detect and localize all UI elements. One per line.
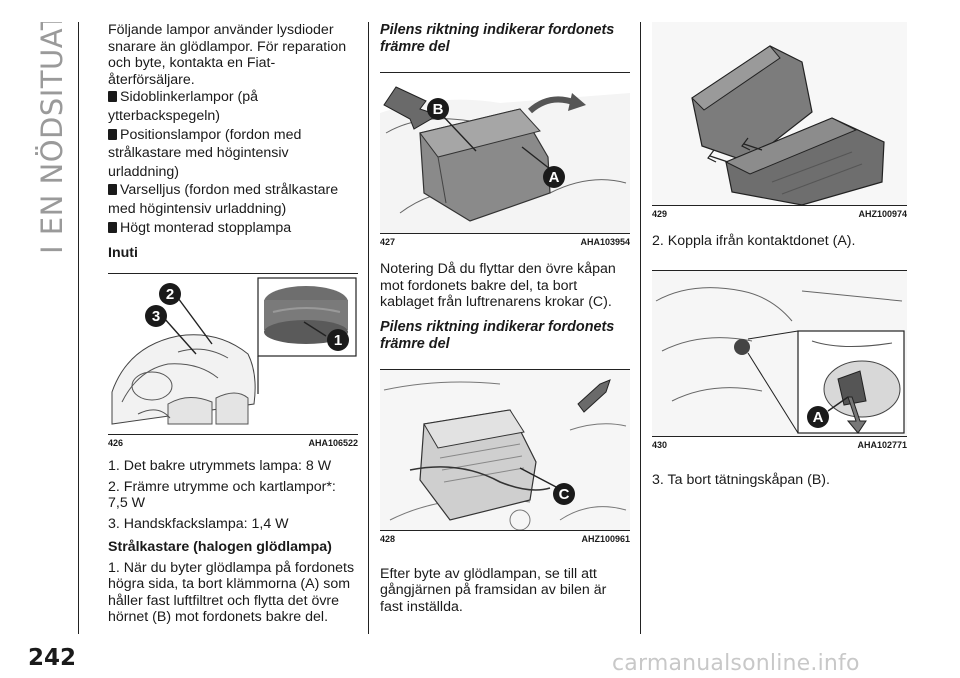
figure-code: AHZ100961 — [581, 533, 630, 544]
callout-2: 2 — [166, 286, 174, 303]
callout-C: C — [559, 486, 570, 503]
figure-rule — [380, 368, 630, 370]
site-watermark: carmanualsonline.info — [612, 651, 860, 676]
figure-429 — [652, 22, 907, 205]
margin-divider — [78, 22, 79, 634]
item-1: 1. Det bakre utrymmets lampa: 8 W — [108, 458, 332, 475]
figure-number: 429 — [652, 209, 668, 219]
figure-428: C — [380, 369, 630, 530]
column-2: Pilens riktning indikerar fordonets främ… — [380, 22, 630, 616]
arrow-direction-heading: Pilens riktning indikerar fordonets främ… — [380, 22, 615, 55]
after-paragraph: Efter byte av glödlampan, se till att gå… — [380, 565, 607, 615]
figure-rule — [652, 435, 907, 437]
figure-rule — [108, 434, 358, 436]
callout-A: A — [549, 169, 560, 186]
figure-number: 426 — [108, 438, 124, 449]
figure-caption: 427 AHA103954 — [380, 237, 630, 247]
step-3: 3. Ta bort tätningskåpan (B). — [652, 471, 830, 488]
item-2: 2. Främre utrymme och kartlampor*: 7,5 W — [108, 478, 336, 512]
bullet-icon — [108, 128, 117, 140]
figure-caption: 428 AHZ100961 — [380, 534, 630, 544]
figure-number: 427 — [380, 237, 396, 247]
headlamp-connector-illustration: A — [652, 270, 907, 436]
page-number: 242 — [28, 645, 77, 671]
figure-430: A — [652, 270, 907, 436]
column-3: 429 AHZ100974 2. Koppla ifrån kontaktdone… — [652, 22, 907, 488]
column-divider-1 — [368, 22, 369, 634]
note-paragraph: Notering Då du flyttar den övre kåpan mo… — [380, 261, 616, 311]
figure-code: AHA102771 — [857, 439, 907, 450]
air-filter-open-illustration — [652, 22, 907, 205]
figure-code: AHZ100974 — [858, 209, 907, 219]
figure-rule — [380, 529, 630, 531]
bullet-icon — [108, 184, 117, 196]
figure-rule — [108, 273, 358, 275]
figure-427: B A — [380, 73, 630, 233]
chapter-side-title: I EN NÖDSITUATION — [18, 0, 78, 254]
figure-426: 2 3 1 — [108, 274, 358, 434]
figure-caption: 429 AHZ100974 — [652, 209, 907, 219]
figure-rule — [380, 233, 630, 234]
figure-caption: 426 AHA106522 — [108, 438, 358, 448]
air-filter-illustration: B A — [380, 86, 630, 233]
chapter-title-text: I EN NÖDSITUATION — [35, 22, 69, 252]
bullet-item: Varselljus (fordon med strålkastare med … — [108, 182, 339, 217]
arrow-direction-heading: Pilens riktning indikerar fordonets främ… — [380, 318, 615, 352]
figure-number: 428 — [380, 533, 396, 544]
bullet-icon — [108, 91, 117, 103]
bullet-icon — [108, 221, 117, 233]
column-divider-2 — [640, 22, 641, 634]
figure-code: AHA103954 — [580, 237, 630, 247]
bullet-item: Sidoblinkerlampor (på ytterbackspegeln) — [108, 89, 259, 124]
column-1: Följande lampor använder lysdioder snara… — [108, 22, 358, 626]
callout-1: 1 — [334, 332, 342, 349]
figure-code: AHA106522 — [308, 438, 358, 449]
step-1: 1. När du byter glödlampa på fordonets h… — [108, 559, 355, 626]
section-heading-halogen: Strålkastare (halogen glödlampa) — [108, 538, 332, 555]
bullet-item: Högt monterad stopplampa — [108, 219, 358, 238]
section-heading-inuti: Inuti — [108, 245, 138, 262]
figure-rule — [652, 269, 907, 271]
callout-A: A — [813, 409, 824, 426]
interior-lamps-illustration: 2 3 1 — [111, 277, 357, 425]
intro-paragraph: Följande lampor använder lysdioder snara… — [108, 22, 347, 88]
step-2: 2. Koppla ifrån kontaktdonet (A). — [652, 233, 856, 249]
bullet-item: Positionslampor (fordon med strålkastare… — [108, 126, 302, 180]
callout-3: 3 — [152, 308, 160, 325]
figure-rule — [652, 205, 907, 206]
callout-B: B — [433, 101, 444, 118]
air-filter-wiring-illustration: C — [380, 369, 630, 530]
figure-caption: 430 AHA102771 — [652, 440, 907, 450]
item-3: 3. Handskfackslampa: 1,4 W — [108, 515, 289, 532]
figure-rule — [380, 72, 630, 73]
figure-number: 430 — [652, 439, 668, 450]
